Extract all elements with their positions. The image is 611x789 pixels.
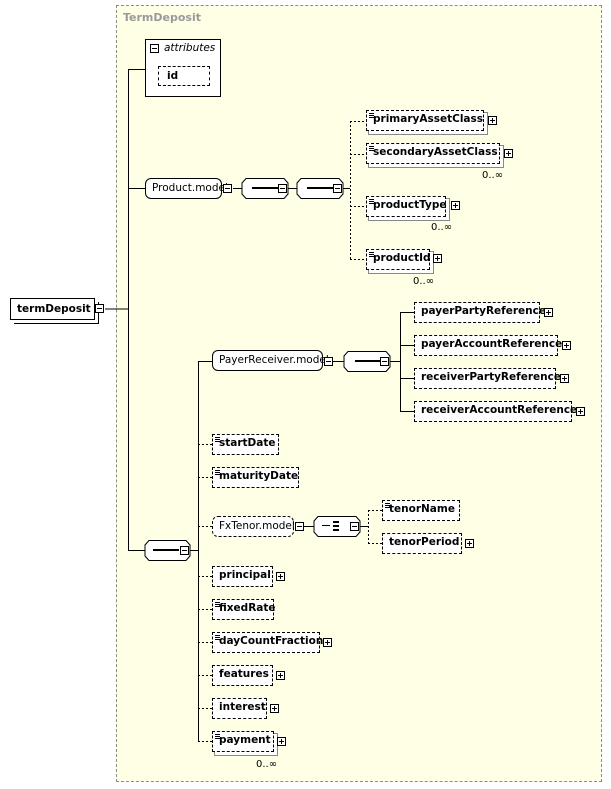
root-element[interactable]: termDeposit	[10, 298, 95, 320]
expand-icon[interactable]	[488, 116, 497, 125]
attributes-box: attributes id	[145, 39, 221, 97]
collapse-icon[interactable]	[150, 44, 159, 53]
element-start-date[interactable]: startDate	[212, 434, 279, 455]
element-label: features	[219, 668, 269, 680]
element-label: productId	[373, 252, 431, 264]
element-label: tenorPeriod	[389, 536, 460, 548]
expand-icon[interactable]	[562, 341, 571, 350]
element-label: startDate	[219, 437, 276, 449]
product-model-group[interactable]: Product.model	[145, 178, 228, 199]
expand-icon[interactable]	[451, 201, 460, 210]
collapse-icon[interactable]	[180, 546, 189, 555]
element-principal[interactable]: principal	[212, 566, 273, 587]
element-label: payerAccountReference	[421, 338, 563, 350]
expand-icon[interactable]	[576, 407, 585, 416]
attribute-id: id	[158, 66, 210, 86]
element-payer-party-reference[interactable]: payerPartyReference	[414, 302, 546, 323]
collapse-icon[interactable]	[350, 522, 359, 531]
element-label: dayCountFraction	[219, 635, 324, 647]
collapse-icon[interactable]	[380, 357, 389, 366]
element-tenor-name[interactable]: tenorName	[382, 500, 460, 521]
element-payment[interactable]: payment	[212, 731, 274, 752]
element-day-count-fraction[interactable]: dayCountFraction	[212, 632, 324, 653]
element-label: payment	[219, 734, 271, 746]
expand-icon[interactable]	[276, 671, 285, 680]
attributes-title: attributes	[164, 42, 216, 54]
collapse-icon[interactable]	[223, 184, 232, 193]
element-label: maturityDate	[219, 470, 299, 482]
element-receiver-account-reference[interactable]: receiverAccountReference	[414, 401, 577, 422]
payer-receiver-model-label: PayerReceiver.model	[219, 354, 329, 366]
expand-icon[interactable]	[276, 572, 285, 581]
element-fixed-rate[interactable]: fixedRate	[212, 599, 276, 620]
collapse-icon[interactable]	[278, 184, 287, 193]
element-features[interactable]: features	[212, 665, 273, 686]
root-label: termDeposit	[17, 303, 91, 315]
element-label: payerPartyReference	[421, 305, 546, 317]
element-product-id[interactable]: productId	[366, 249, 431, 270]
expand-icon[interactable]	[323, 638, 332, 647]
expand-icon[interactable]	[465, 539, 474, 548]
expand-icon[interactable]	[504, 149, 513, 158]
fxtenor-model-group[interactable]: FxTenor.model	[212, 516, 295, 537]
element-label: receiverPartyReference	[421, 371, 561, 383]
product-model-label: Product.model	[152, 182, 228, 194]
element-label: productType	[373, 199, 447, 211]
element-label: fixedRate	[219, 602, 276, 614]
element-tenor-period[interactable]: tenorPeriod	[382, 533, 462, 554]
element-label: receiverAccountReference	[421, 404, 578, 416]
occurrence-label: 0..∞	[413, 276, 435, 287]
occurrence-label: 0..∞	[256, 759, 278, 770]
collapse-icon[interactable]	[333, 184, 342, 193]
payer-receiver-model-group[interactable]: PayerReceiver.model	[212, 350, 329, 371]
expand-icon[interactable]	[433, 254, 442, 263]
expand-icon[interactable]	[277, 737, 286, 746]
element-maturity-date[interactable]: maturityDate	[212, 467, 299, 488]
element-label: principal	[219, 569, 271, 581]
expand-icon[interactable]	[560, 374, 569, 383]
collapse-icon[interactable]	[95, 304, 104, 313]
element-product-type[interactable]: productType	[366, 196, 447, 217]
occurrence-label: 0..∞	[482, 170, 504, 181]
element-label: interest	[219, 701, 266, 713]
element-payer-account-reference[interactable]: payerAccountReference	[414, 335, 562, 356]
element-label: primaryAssetClass	[373, 113, 483, 125]
element-label: tenorName	[389, 503, 455, 515]
element-receiver-party-reference[interactable]: receiverPartyReference	[414, 368, 561, 389]
expand-icon[interactable]	[544, 308, 553, 317]
element-interest[interactable]: interest	[212, 698, 267, 719]
occurrence-label: 0..∞	[431, 222, 453, 233]
collapse-icon[interactable]	[295, 522, 304, 531]
type-title: TermDeposit	[123, 11, 201, 24]
fxtenor-model-label: FxTenor.model	[219, 520, 295, 532]
element-primary-asset-class[interactable]: primaryAssetClass	[366, 110, 484, 131]
element-label: secondaryAssetClass	[373, 146, 498, 158]
expand-icon[interactable]	[270, 704, 279, 713]
type-box	[116, 5, 602, 782]
collapse-icon[interactable]	[324, 357, 333, 366]
element-secondary-asset-class[interactable]: secondaryAssetClass	[366, 143, 500, 164]
